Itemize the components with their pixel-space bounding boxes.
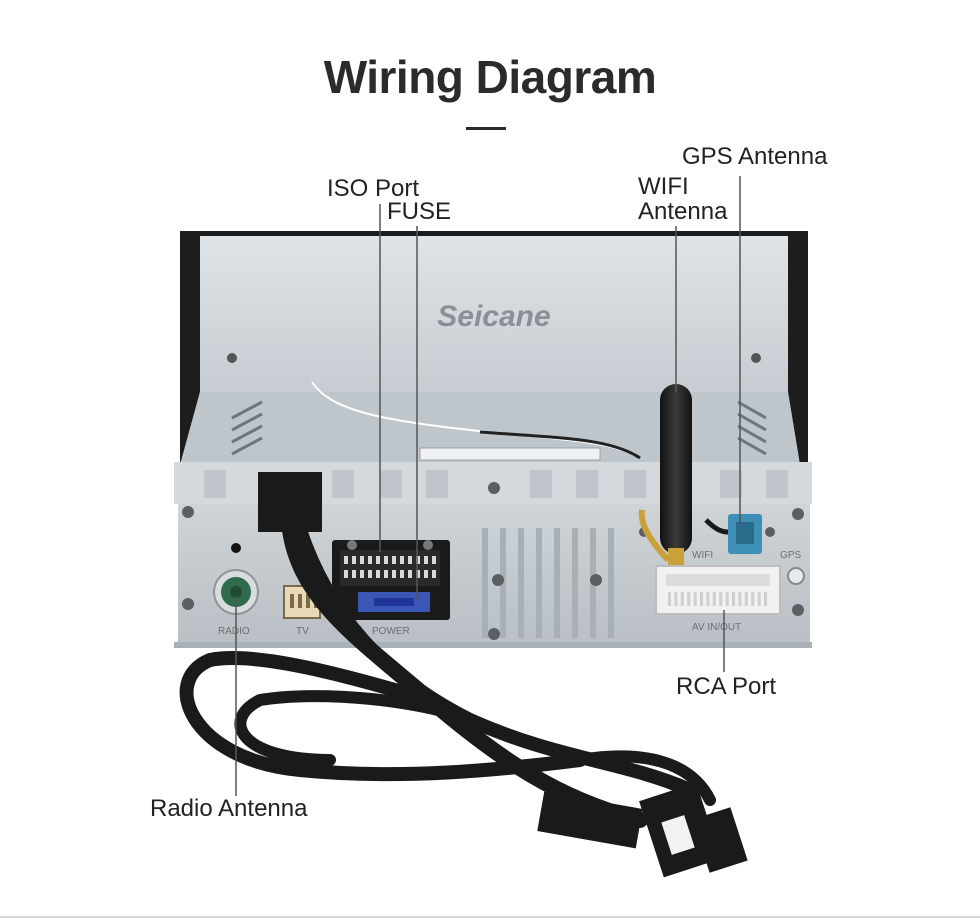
usb-connectors	[537, 782, 748, 878]
usb-cable	[179, 472, 716, 828]
radio-antenna-jack	[213, 569, 259, 615]
label-radio-antenna: Radio Antenna	[150, 795, 308, 822]
mark-radio: RADIO	[218, 626, 250, 637]
footer-divider	[0, 916, 980, 918]
leader-lines	[235, 176, 741, 796]
wifi-antenna	[638, 384, 692, 570]
page-title: Wiring Diagram	[323, 51, 657, 103]
mark-av-in-out: AV IN/OUT	[692, 622, 741, 633]
label-gps-antenna: GPS Antenna	[682, 143, 828, 170]
brand-logo: Seicane	[437, 300, 550, 333]
label-fuse: FUSE	[387, 198, 452, 225]
rca-port	[655, 565, 781, 615]
mark-gps: GPS	[780, 550, 801, 561]
label-rca-port: RCA Port	[676, 673, 777, 700]
mark-tv: TV	[296, 626, 309, 637]
title-underline	[466, 127, 506, 130]
gps-connector	[704, 514, 805, 585]
mark-wifi: WIFI	[692, 550, 713, 561]
label-wifi-line2: Antenna	[638, 198, 728, 225]
top-chassis-plate	[180, 236, 800, 465]
iso-power-connector	[332, 540, 450, 620]
mark-power: POWER	[372, 626, 410, 637]
label-iso-port: ISO Port	[327, 175, 420, 202]
label-wifi-line1: WIFI	[638, 173, 689, 200]
